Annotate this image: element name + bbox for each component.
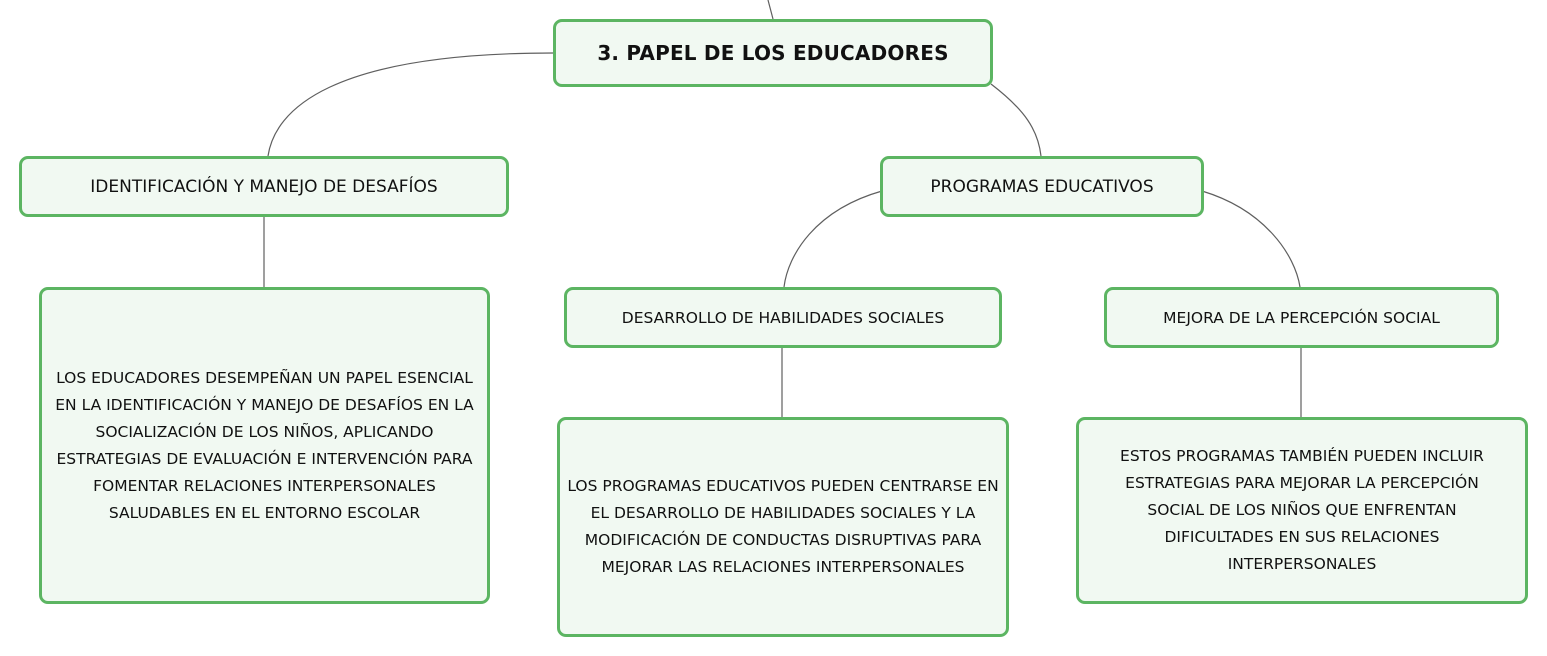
programas-node-label: PROGRAMAS EDUCATIVOS [930, 176, 1154, 197]
percepcion-detail-node[interactable]: ESTOS PROGRAMAS TAMBIÉN PUEDEN INCLUIR E… [1076, 417, 1528, 604]
habilidades-node[interactable]: DESARROLLO DE HABILIDADES SOCIALES [564, 287, 1002, 348]
connector-programas-to-habilidades [783, 190, 883, 288]
habilidades-detail-node[interactable]: LOS PROGRAMAS EDUCATIVOS PUEDEN CENTRARS… [557, 417, 1009, 637]
percepcion-node[interactable]: MEJORA DE LA PERCEPCIÓN SOCIAL [1104, 287, 1499, 348]
identificacion-node-label: IDENTIFICACIÓN Y MANEJO DE DESAFÍOS [90, 176, 438, 197]
percepcion-detail-text: ESTOS PROGRAMAS TAMBIÉN PUEDEN INCLUIR E… [1120, 447, 1484, 573]
identificacion-detail-text: LOS EDUCADORES DESEMPEÑAN UN PAPEL ESENC… [55, 368, 474, 522]
identificacion-node[interactable]: IDENTIFICACIÓN Y MANEJO DE DESAFÍOS [19, 156, 509, 217]
percepcion-node-label: MEJORA DE LA PERCEPCIÓN SOCIAL [1163, 308, 1440, 327]
connector-parent-to-root [767, 0, 774, 20]
programas-node[interactable]: PROGRAMAS EDUCATIVOS [880, 156, 1204, 217]
habilidades-node-label: DESARROLLO DE HABILIDADES SOCIALES [621, 308, 945, 327]
habilidades-detail-text: LOS PROGRAMAS EDUCATIVOS PUEDEN CENTRARS… [567, 477, 999, 576]
connector-programas-to-percepcion [1201, 190, 1301, 288]
connector-root-to-identificacion [267, 52, 554, 157]
root-node[interactable]: 3. PAPEL DE LOS EDUCADORES [553, 19, 993, 87]
root-node-label: 3. PAPEL DE LOS EDUCADORES [597, 41, 949, 65]
connector-root-to-programas [990, 83, 1042, 157]
identificacion-detail-node[interactable]: LOS EDUCADORES DESEMPEÑAN UN PAPEL ESENC… [39, 287, 490, 604]
